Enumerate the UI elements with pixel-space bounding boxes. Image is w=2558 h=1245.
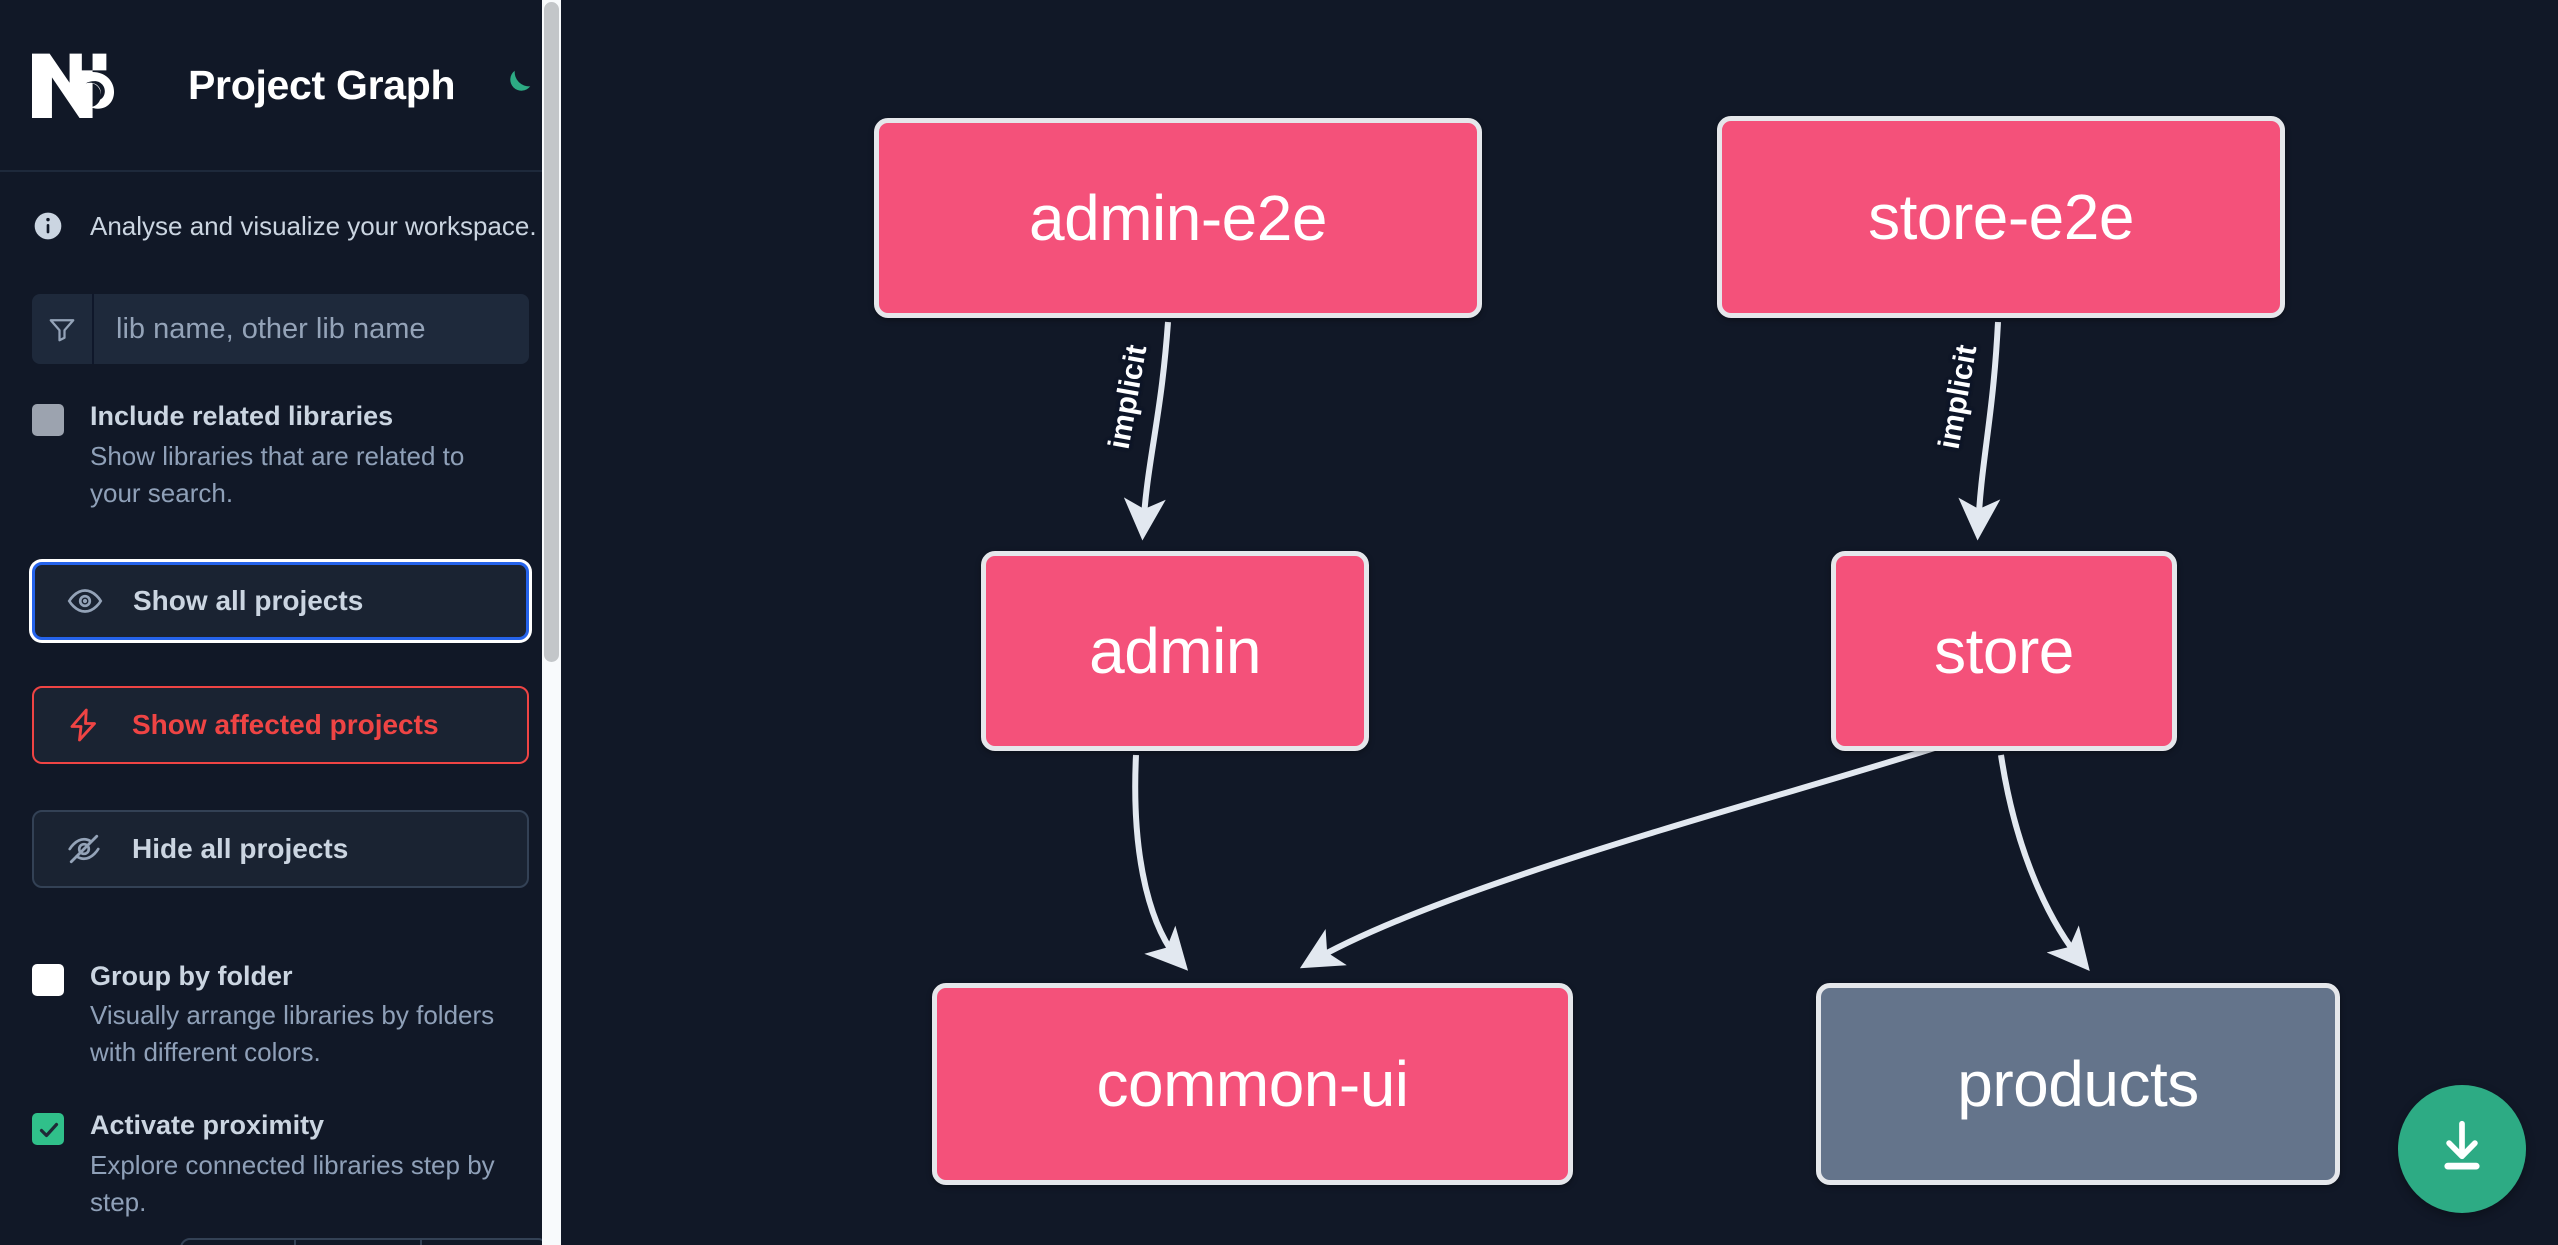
option-description: Visually arrange libraries by folders wi…	[90, 1000, 495, 1068]
group-by-folder-checkbox[interactable]	[32, 963, 64, 996]
info-icon	[32, 210, 64, 242]
graph-edges	[1123, 321, 2090, 972]
option-activate-proximity[interactable]: Activate proximity Explore connected lib…	[0, 1109, 561, 1221]
workspace-info-text: Analyse and visualize your workspace.	[90, 210, 537, 241]
proximity-step-2[interactable]: 2 hops	[296, 1240, 423, 1245]
graph-node-common-ui[interactable]: common-ui	[932, 983, 1573, 1185]
sidebar-scrollbar-track[interactable]	[542, 0, 561, 1245]
search-bar[interactable]	[32, 294, 529, 364]
show-affected-projects-button[interactable]: Show affected projects	[32, 685, 529, 764]
graph-node-store-e2e[interactable]: store-e2e	[1717, 116, 2285, 318]
hide-all-projects-button[interactable]: Hide all projects	[32, 809, 529, 888]
lightning-bolt-icon	[64, 705, 104, 745]
proximity-steps-group[interactable]: 1 hop 2 hops 3 hops	[180, 1238, 549, 1245]
sidebar-header: Project Graph	[0, 0, 561, 172]
node-label: admin	[1089, 615, 1261, 687]
eye-icon	[65, 581, 105, 621]
moon-icon[interactable]	[495, 64, 537, 106]
sidebar-scrollbar-thumb[interactable]	[544, 2, 559, 662]
node-label: admin-e2e	[1029, 182, 1327, 254]
show-all-projects-button[interactable]: Show all projects	[32, 561, 529, 640]
option-include-related-libraries[interactable]: Include related libraries Show libraries…	[0, 400, 561, 512]
option-description: Show libraries that are related to your …	[90, 440, 465, 508]
activate-proximity-checkbox[interactable]	[32, 1113, 64, 1146]
button-label: Show all projects	[133, 584, 364, 616]
option-description: Explore connected libraries step by step…	[90, 1149, 495, 1217]
option-label: Group by folder	[90, 960, 293, 991]
page-title: Project Graph	[188, 61, 456, 108]
proximity-step-3[interactable]: 3 hops	[422, 1240, 546, 1245]
graph-node-products[interactable]: products	[1816, 983, 2340, 1185]
graph-node-admin[interactable]: admin	[981, 551, 1369, 751]
include-related-libraries-checkbox[interactable]	[32, 404, 64, 436]
search-input[interactable]	[94, 294, 529, 364]
nx-logo	[32, 52, 124, 118]
node-label: store	[1934, 615, 2074, 687]
node-label: store-e2e	[1868, 181, 2134, 253]
filter-icon	[32, 294, 94, 364]
option-label: Include related libraries	[90, 401, 394, 431]
workspace-info: Analyse and visualize your workspace.	[0, 172, 561, 242]
graph-canvas[interactable]: implicit implicit admin-e2e store-e2e ad…	[561, 0, 2558, 1245]
button-label: Hide all projects	[132, 832, 349, 864]
node-label: products	[1957, 1048, 2199, 1120]
download-icon	[2431, 1116, 2493, 1183]
button-label: Show affected projects	[132, 708, 439, 740]
download-image-button[interactable]	[2398, 1085, 2526, 1213]
node-label: common-ui	[1096, 1048, 1409, 1120]
option-label: Activate proximity	[90, 1110, 325, 1141]
proximity-step-1[interactable]: 1 hop	[182, 1240, 297, 1245]
option-group-by-folder[interactable]: Group by folder Visually arrange librari…	[0, 960, 561, 1072]
eye-off-icon	[64, 829, 104, 869]
graph-node-store[interactable]: store	[1831, 551, 2177, 751]
sidebar: Project Graph Analyse and visualize yo	[0, 0, 561, 1245]
graph-node-admin-e2e[interactable]: admin-e2e	[874, 118, 1482, 318]
